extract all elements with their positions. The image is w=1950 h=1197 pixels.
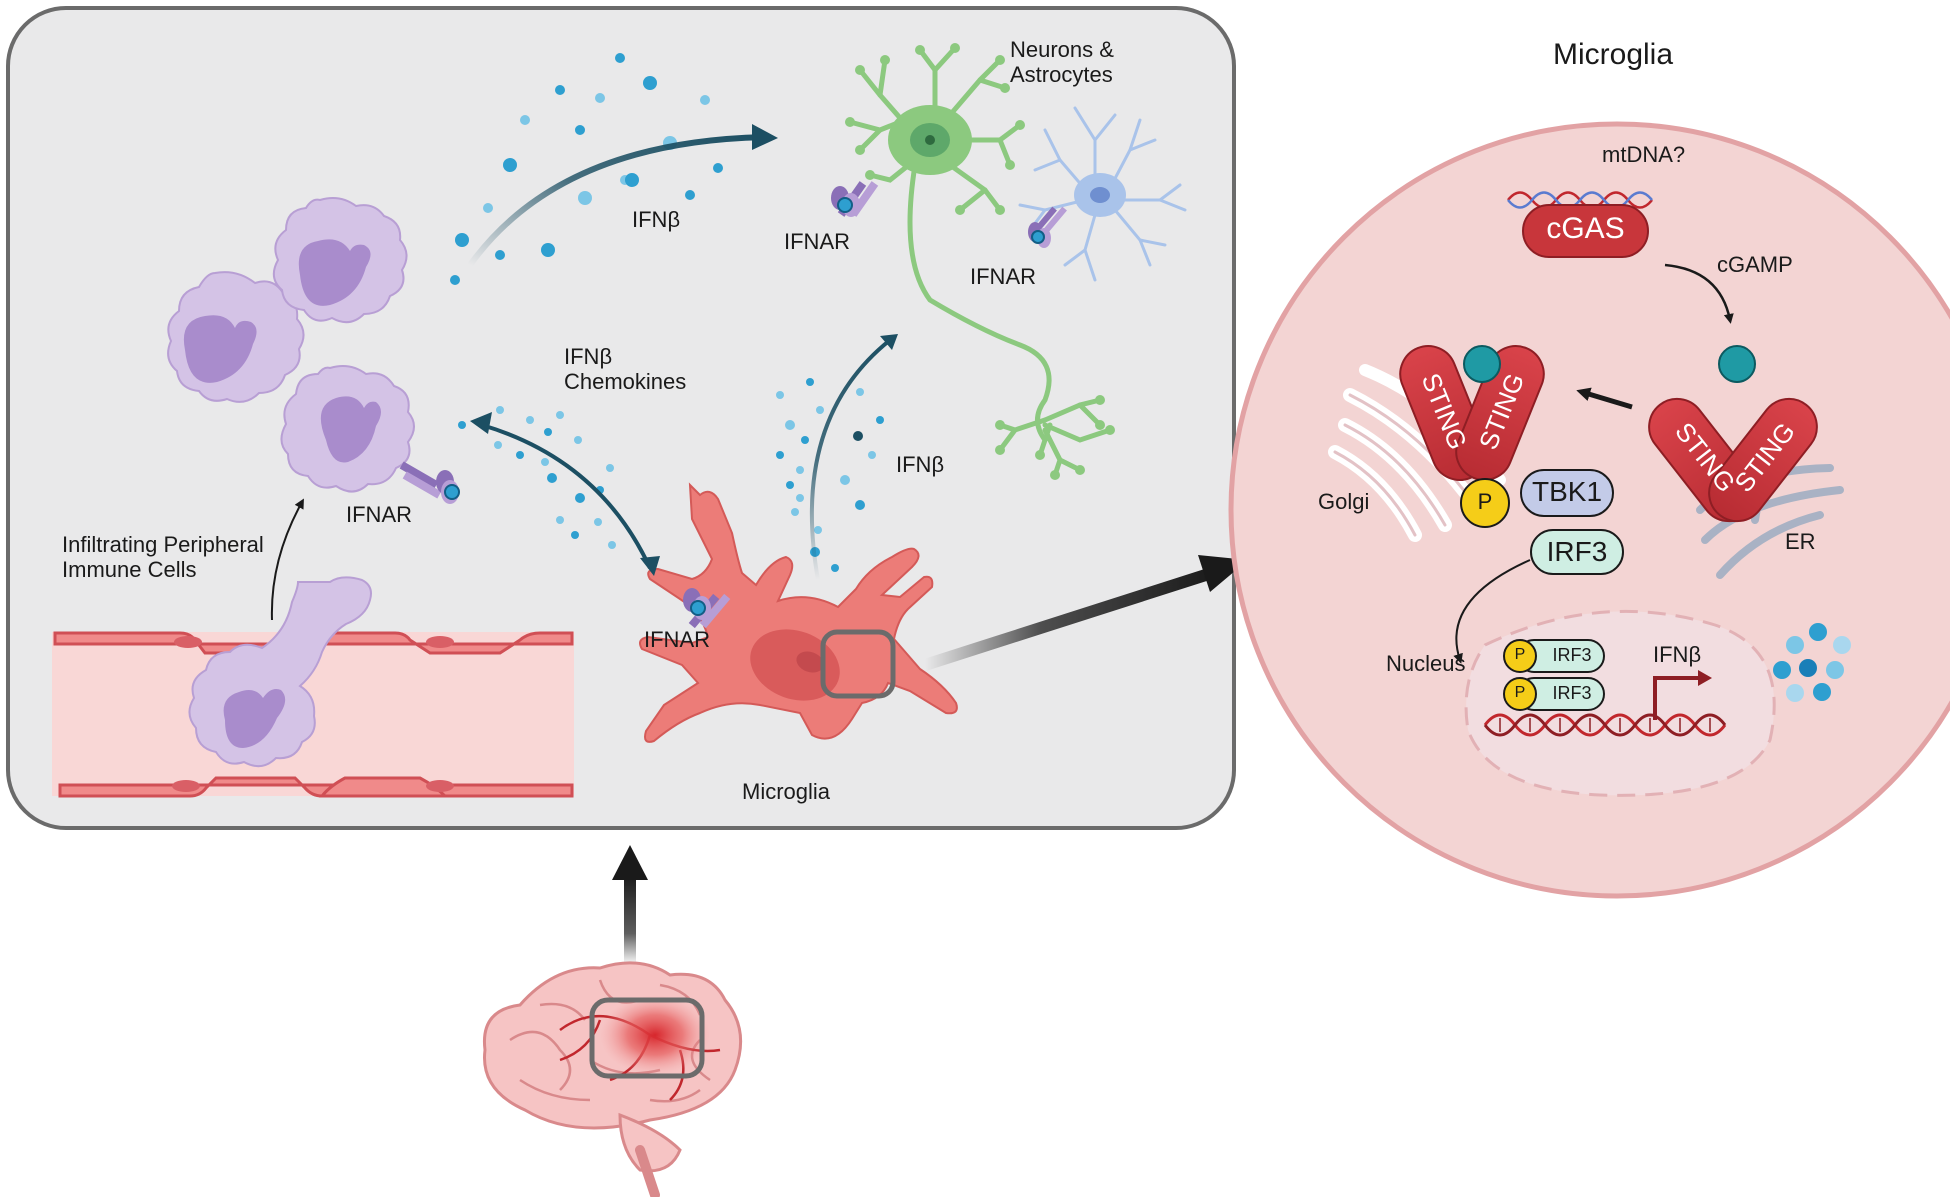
- immune-cell: [167, 271, 305, 403]
- zoom-arrow-right: [923, 566, 1217, 671]
- phosphate-label-1: P: [1514, 646, 1526, 663]
- microglia-cell: [639, 482, 958, 743]
- brain-illustration: [482, 961, 743, 1197]
- label-ifnar-microglia: IFNAR: [644, 627, 710, 652]
- sting-translocation-arrow: [1576, 387, 1633, 410]
- label-ifnb-gene: IFNβ: [1653, 642, 1702, 667]
- label-ifnar-astrocyte: IFNAR: [970, 264, 1036, 289]
- ifnb-arrow-from-microglia: [809, 338, 892, 581]
- ifnb-arrow-to-neurons: [467, 134, 771, 267]
- irf3-label-2: IRF3: [1552, 683, 1592, 703]
- label-ifnb-microglia: IFNβ: [896, 452, 945, 477]
- infiltration-arrow: [270, 498, 304, 621]
- tbk1-label: TBK1: [1531, 476, 1603, 507]
- label-infiltrating-immune-cells: Infiltrating Peripheral Immune Cells: [62, 532, 264, 582]
- label-er: ER: [1785, 529, 1816, 554]
- ifnar-receptor-neuron: [831, 181, 879, 217]
- brain-zoom-box: [589, 997, 705, 1079]
- irf3-label: IRF3: [1546, 536, 1608, 567]
- label-microglia: Microglia: [742, 779, 831, 804]
- microglia-zoom-box: [820, 629, 896, 699]
- label-ifnar-neuron: IFNAR: [784, 229, 850, 254]
- label-mtdna: mtDNA?: [1602, 142, 1686, 167]
- cgamp-arrow: [1664, 263, 1734, 324]
- label-nucleus: Nucleus: [1386, 651, 1466, 676]
- nuclear-import-arrow: [1453, 559, 1531, 664]
- sting-dimer-inactive: [1648, 345, 1818, 523]
- zoom-arrow-up: [624, 875, 636, 965]
- neuron: [845, 43, 1115, 480]
- label-cgamp: cGAMP: [1717, 252, 1793, 277]
- tbk1-protein: [1520, 469, 1614, 517]
- phosphate-label-2: P: [1514, 684, 1526, 701]
- immune-cell: [272, 197, 408, 324]
- chemokine-double-arrow: [481, 423, 652, 569]
- irf3-protein: [1530, 529, 1624, 575]
- irf3-label-1: IRF3: [1552, 645, 1592, 665]
- label-ifnar-immune: IFNAR: [346, 502, 412, 527]
- immune-cell: [280, 365, 415, 493]
- label-ifnb-top: IFNβ: [632, 207, 681, 232]
- astrocyte: [1018, 106, 1187, 282]
- phosphate-label: P: [1477, 489, 1493, 514]
- phosphate-main: [1460, 478, 1510, 528]
- mtdna-helix: [1507, 191, 1653, 209]
- ifnb-secreted-dots: [1773, 623, 1851, 702]
- sting-dimer-active: [1399, 345, 1545, 481]
- infiltrating-immune-cell: [188, 576, 372, 768]
- nucleus: [1464, 609, 1776, 797]
- ifnar-receptor-immune: [399, 461, 460, 504]
- cgas-label: cGAS: [1546, 212, 1625, 245]
- label-ifnb-chemokines: IFNβ Chemokines: [564, 344, 687, 394]
- ifnar-receptor-astrocyte: [1028, 206, 1067, 248]
- label-golgi: Golgi: [1318, 489, 1370, 514]
- ifnb-dots-microglia: [776, 378, 884, 572]
- ifnar-receptor-microglia: [683, 588, 731, 629]
- zoom-title: Microglia: [1553, 38, 1674, 71]
- label-neurons-astrocytes: Neurons & Astrocytes: [1010, 37, 1114, 87]
- ifnb-dots-middle: [458, 406, 616, 549]
- ifnb-arrow-head: [752, 124, 778, 150]
- ifnb-dots-top: [450, 53, 723, 285]
- cgas-protein: [1522, 204, 1649, 258]
